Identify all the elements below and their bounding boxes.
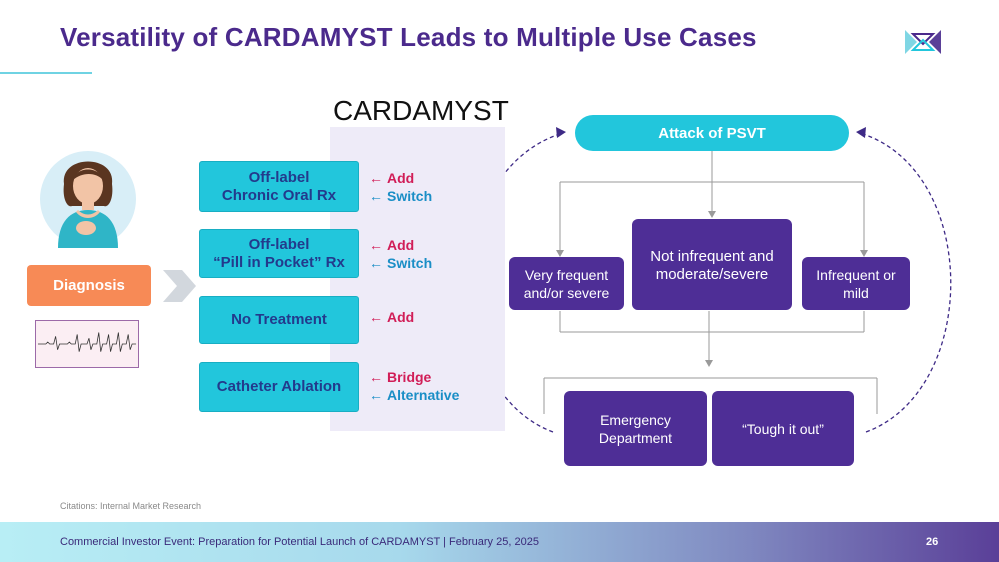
action-add: ←Add xyxy=(369,170,415,186)
action-add: ←Add xyxy=(369,309,415,325)
diagnosis-box: Diagnosis xyxy=(27,265,151,306)
cardamyst-column xyxy=(330,127,505,431)
action-group: ←Add ←Switch xyxy=(369,169,432,205)
infrequent-box: Infrequent or mild xyxy=(802,257,910,310)
treatment-line2: Chronic Oral Rx xyxy=(221,186,337,204)
treatment-line1: Off-label xyxy=(248,168,310,186)
action-bridge: ←Bridge xyxy=(369,369,432,385)
chevron-right-icon xyxy=(163,270,196,302)
action-switch: ←Switch xyxy=(369,255,433,271)
treatment-line2: “Pill in Pocket” Rx xyxy=(213,253,345,271)
treatment-chronic-oral-rx: Off-label Chronic Oral Rx xyxy=(199,161,359,212)
company-logo-icon xyxy=(905,30,941,54)
emergency-department-box: Emergency Department xyxy=(564,391,707,466)
page-number: 26 xyxy=(926,536,939,548)
footer-band xyxy=(0,522,999,562)
action-group: ←Add ←Switch xyxy=(369,236,432,272)
treatment-pill-in-pocket: Off-label “Pill in Pocket” Rx xyxy=(199,229,359,278)
arrow-left-icon: ← xyxy=(369,387,383,403)
title-underline xyxy=(0,72,92,74)
action-switch: ←Switch xyxy=(369,188,433,204)
arrow-left-icon: ← xyxy=(369,309,383,325)
patient-avatar xyxy=(40,151,136,248)
action-add: ←Add xyxy=(369,237,415,253)
very-frequent-box: Very frequent and/or severe xyxy=(509,257,624,310)
arrow-left-icon: ← xyxy=(369,237,383,253)
treatment-line1: No Treatment xyxy=(231,311,327,328)
tough-it-out-box: “Tough it out” xyxy=(712,391,854,466)
action-alternative: ←Alternative xyxy=(369,387,460,403)
treatment-catheter-ablation: Catheter Ablation xyxy=(199,362,359,412)
ecg-strip-icon xyxy=(35,320,139,368)
action-group: ←Bridge ←Alternative xyxy=(369,368,459,404)
attack-of-psvt: Attack of PSVT xyxy=(575,115,849,151)
treatment-line1: Catheter Ablation xyxy=(216,378,342,395)
column-title: CARDAMYST xyxy=(333,95,509,126)
treatment-no-treatment: No Treatment xyxy=(199,296,359,344)
treatment-line1: Off-label xyxy=(248,235,310,253)
arrow-left-icon: ← xyxy=(369,369,383,385)
citation: Citations: Internal Market Research xyxy=(60,501,202,511)
arrow-left-icon: ← xyxy=(369,170,383,186)
arrow-left-icon: ← xyxy=(369,188,383,204)
page-title: Versatility of CARDAMYST Leads to Multip… xyxy=(60,22,757,52)
footer-text: Commercial Investor Event: Preparation f… xyxy=(60,536,539,548)
arrow-left-icon: ← xyxy=(369,255,383,271)
action-group: ←Add xyxy=(369,308,414,326)
not-infrequent-box: Not infrequent and moderate/severe xyxy=(632,219,792,310)
